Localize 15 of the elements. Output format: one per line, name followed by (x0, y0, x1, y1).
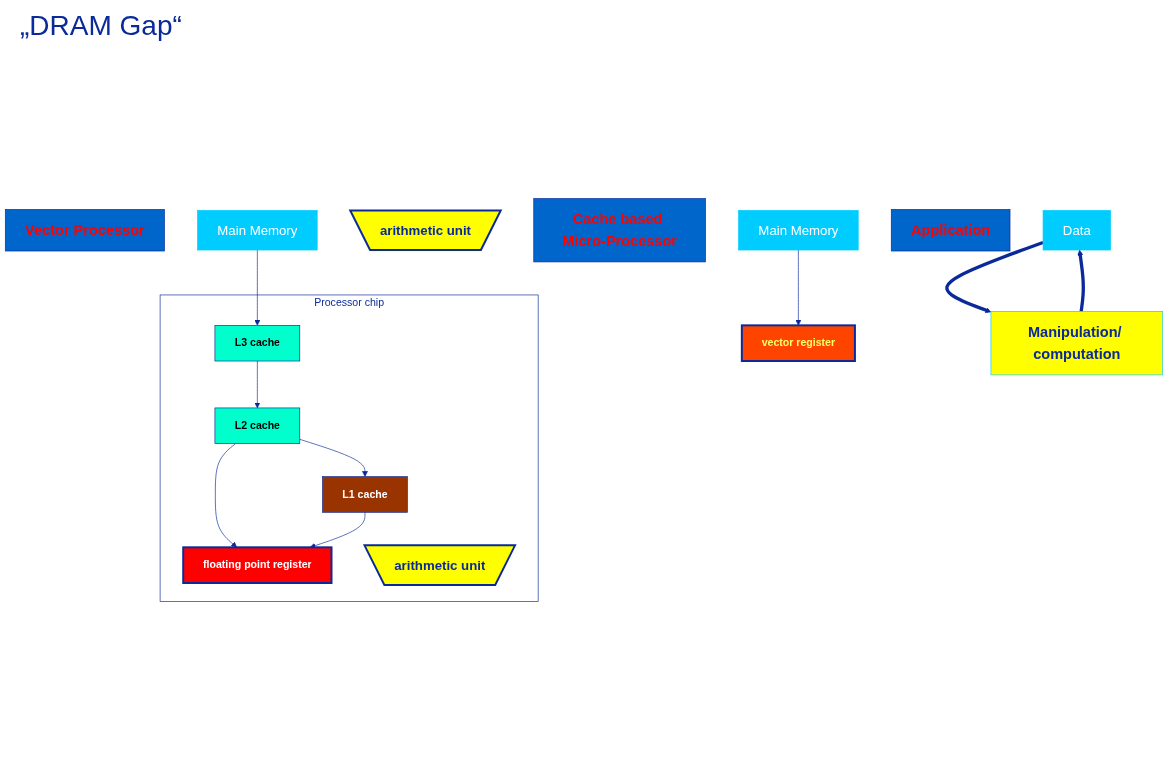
node-box: Cache based Micro-Processor (533, 198, 706, 263)
node-box: Manipulation/ computation (990, 311, 1164, 376)
node-box: Vector Processor (4, 209, 165, 252)
arrow (945, 240, 1044, 313)
node-box: Data (1042, 210, 1111, 251)
node-box: L3 cache (214, 325, 301, 362)
node-box: Main Memory (738, 210, 859, 251)
note-text: „DRAM Gap“ (20, 10, 182, 42)
node-box: L1 cache (322, 476, 408, 513)
node-box: Application (890, 209, 1011, 252)
node-box: L2 cache (214, 407, 301, 444)
node-box: floating point register (182, 546, 333, 584)
arrow (1077, 249, 1085, 312)
node-box: Main Memory (197, 210, 318, 251)
node-box: vector register (740, 324, 856, 362)
